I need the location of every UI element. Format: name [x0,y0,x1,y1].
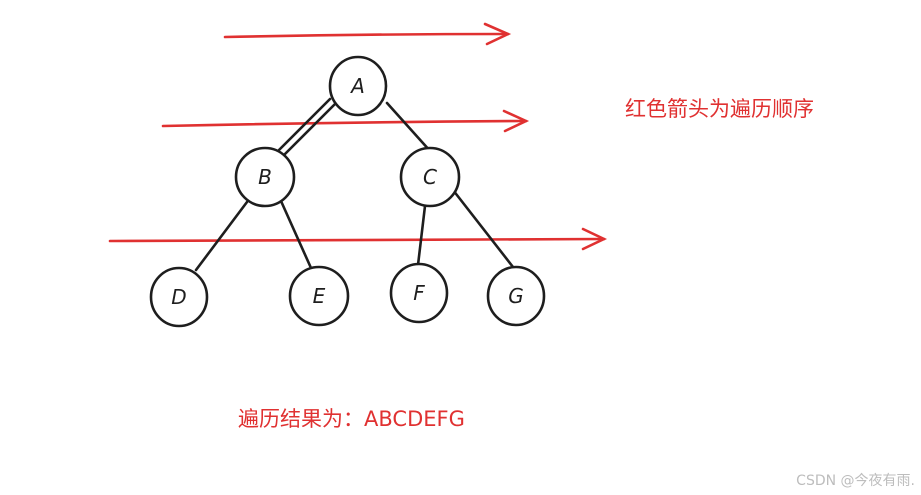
node-f: F [389,262,449,324]
node-f-label: F [413,281,425,305]
node-d: D [149,266,209,328]
node-e-label: E [313,284,326,308]
node-c: C [399,146,461,208]
edge-a-c [385,101,433,154]
node-g: G [486,265,546,327]
traversal-arrow-level-2 [161,109,530,133]
node-c-label: C [423,165,437,189]
traversal-arrow-level-1 [223,22,512,46]
traversal-arrow-level-3 [108,227,608,251]
tree-edges [194,97,515,272]
node-d-label: D [171,285,186,309]
watermark-text: CSDN @今夜有雨. [796,473,915,489]
edge-a-b-double [277,97,332,152]
edge-b-e [279,199,313,270]
edge-a-b [283,101,338,156]
edge-c-g [451,188,515,269]
result-text: 遍历结果为：ABCDEFG [238,407,465,431]
tree-nodes: A B C D E F G [149,55,546,328]
legend-text: 红色箭头为遍历顺序 [625,97,814,121]
node-b: B [234,146,296,208]
edge-b-d [194,200,249,272]
node-a-label: A [349,74,365,98]
traversal-arrows [108,22,608,251]
node-e: E [288,265,350,327]
edge-c-f [416,204,427,267]
node-b-label: B [258,165,272,189]
node-a: A [328,55,388,117]
node-g-label: G [508,284,524,308]
